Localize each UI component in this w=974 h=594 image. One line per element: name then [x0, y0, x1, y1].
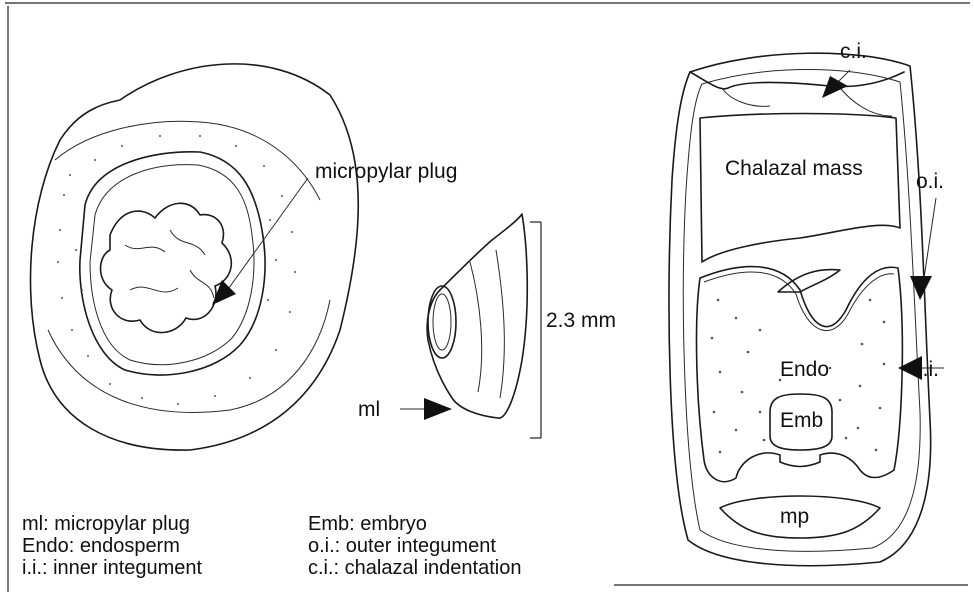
chalazal-mass-label: Chalazal mass: [725, 157, 863, 180]
legend-ml: ml: micropylar plug: [22, 513, 190, 535]
plug-view: ml 2.3 mm: [358, 214, 616, 438]
ci-label: c.i.: [840, 40, 867, 63]
seed-stippling: [57, 135, 296, 405]
ci-arrowhead: [822, 76, 848, 98]
scale-label: 2.3 mm: [546, 309, 616, 332]
legend-emb: Emb: embryo: [308, 513, 427, 535]
endo-label: Endo: [780, 358, 829, 381]
seed-whole-view: micropylar plug: [30, 64, 457, 450]
oi-arrowhead: [910, 276, 932, 300]
ml-arrowhead: [424, 398, 452, 420]
legend: ml: micropylar plug Endo: endosperm i.i.…: [22, 513, 521, 579]
ii-label: i.i.: [918, 358, 939, 381]
oi-label: o.i.: [916, 170, 944, 193]
legend-ci: c.i.: chalazal indentation: [308, 557, 521, 579]
emb-label: Emb: [780, 409, 823, 432]
legend-ii: i.i.: inner integument: [22, 557, 203, 579]
seed-section: Chalazal mass Endo Emb mp c.i. o.i. i.i.: [669, 40, 944, 566]
legend-oi: o.i.: outer integument: [308, 535, 496, 557]
legend-endo: Endo: endosperm: [22, 535, 180, 557]
scale-bar: [530, 222, 541, 438]
ml-callout: ml: [358, 398, 380, 421]
micropylar-plug-callout: micropylar plug: [315, 160, 457, 183]
mp-label: mp: [780, 505, 809, 528]
